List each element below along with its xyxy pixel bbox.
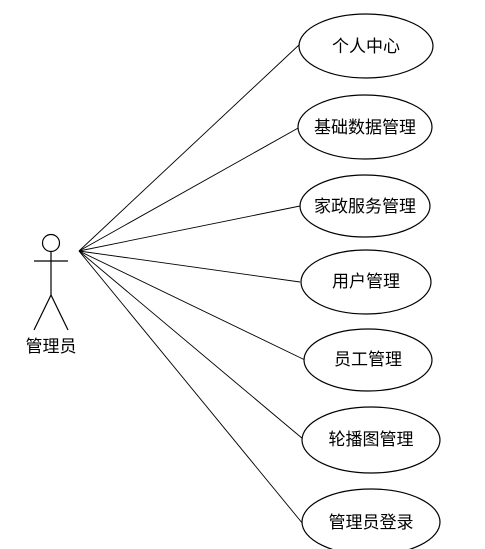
use-case-ellipse [300, 249, 432, 315]
use-case-admin-login: 管理员登录 [301, 488, 441, 549]
association-basic-data-management [78, 126, 301, 252]
use-case-label: 基础数据管理 [314, 118, 416, 138]
use-case-personal-center: 个人中心 [298, 13, 434, 79]
use-case-label: 轮播图管理 [329, 430, 414, 450]
use-case-ellipse [301, 488, 441, 549]
associations [78, 43, 306, 525]
use-case-label: 个人中心 [332, 37, 400, 57]
actor: 管理员 [26, 233, 77, 357]
use-case-label: 员工管理 [334, 350, 402, 370]
use-case-label: 管理员登录 [329, 513, 414, 533]
use-case-housekeeping-service-management: 家政服务管理 [299, 174, 431, 238]
use-case-ellipse [303, 328, 433, 392]
actor-head [41, 233, 61, 253]
actor-left-leg [33, 294, 52, 331]
actor-label: 管理员 [26, 337, 77, 357]
use-case-ellipse [297, 94, 433, 160]
use-case-ellipse [299, 174, 431, 238]
use-case-employee-management: 员工管理 [303, 328, 433, 392]
actor-right-leg [50, 294, 69, 331]
use-case-user-management: 用户管理 [300, 249, 432, 315]
association-employee-management [78, 250, 306, 361]
association-admin-login [78, 250, 304, 525]
use-case-carousel-management: 轮播图管理 [301, 406, 441, 474]
use-case-label: 家政服务管理 [314, 197, 416, 217]
use-case-basic-data-management: 基础数据管理 [297, 94, 433, 160]
use-case-ellipse [298, 13, 434, 79]
association-carousel-management [78, 250, 304, 440]
association-user-management [78, 250, 301, 283]
use-case-label: 用户管理 [332, 272, 400, 292]
use-case-ellipse [301, 406, 441, 474]
association-personal-center [78, 43, 301, 252]
association-housekeeping-service-management [78, 205, 301, 252]
